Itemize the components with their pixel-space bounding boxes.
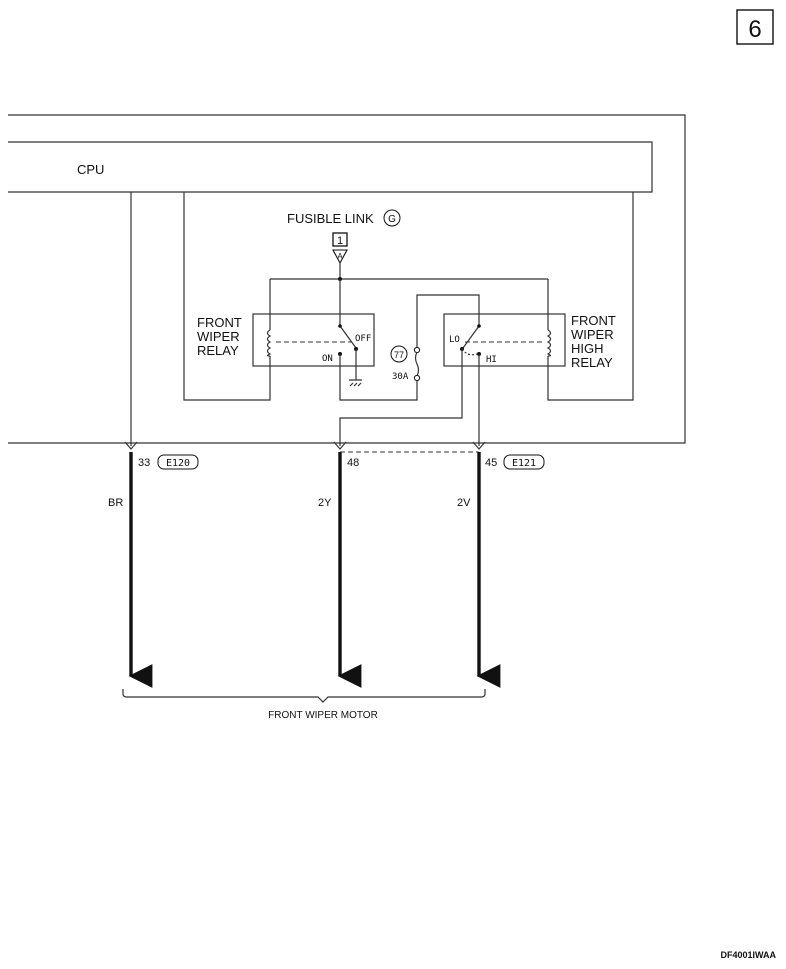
terminal-48: 48 [347, 457, 359, 469]
wire-br-label: BR [108, 497, 123, 509]
fusible-link-pin: 1 [337, 235, 343, 247]
fusible-link: FUSIBLE LINK G 1 A [287, 209, 401, 265]
cpu-label: CPU [77, 162, 104, 177]
front-wiper-relay: OFF ON [252, 279, 418, 401]
terminal-33-connector: E120 [166, 458, 190, 469]
fusible-link-label: FUSIBLE LINK [287, 211, 374, 226]
high-relay-label-3: HIGH [571, 341, 604, 356]
wire-2y-label: 2Y [318, 497, 332, 509]
front-wiper-relay-label-3: RELAY [197, 343, 239, 358]
cpu-to-high-relay-coil-wire [547, 192, 634, 401]
fusible-link-id: G [388, 214, 396, 225]
terminal-33-pin: 33 [138, 457, 150, 469]
fuse-77: 77 30A [390, 294, 480, 382]
lo-to-terminal-48 [339, 349, 463, 446]
high-relay-lo-label: LO [449, 335, 460, 345]
diagram-code: DF4001IWAA [720, 950, 776, 960]
motor-bracket [122, 689, 486, 703]
wire-2v-label: 2V [457, 497, 471, 509]
cpu-to-relay-coil-wire [183, 192, 271, 401]
high-relay-label-1: FRONT [571, 313, 616, 328]
terminal-48-pin: 48 [347, 457, 359, 469]
fuse-rating: 30A [392, 372, 409, 382]
terminal-33: 33 E120 [138, 454, 199, 470]
cpu-box [8, 141, 653, 193]
relay-on-label: ON [322, 354, 333, 364]
page-number-box: 6 [736, 9, 774, 45]
control-unit-outline [8, 114, 686, 444]
terminal-45-connector: E121 [512, 458, 536, 469]
front-wiper-relay-label-1: FRONT [197, 315, 242, 330]
page-number: 6 [748, 16, 761, 43]
relay-off-label: OFF [355, 334, 371, 344]
fusible-link-connector: A [337, 252, 343, 261]
front-wiper-relay-label-2: WIPER [197, 329, 240, 344]
terminal-45: 45 E121 [485, 454, 545, 470]
fuse-number: 77 [394, 350, 404, 360]
supply-bus [269, 263, 549, 314]
high-relay-hi-label: HI [486, 355, 497, 365]
high-relay-label-2: WIPER [571, 327, 614, 342]
terminal-45-pin: 45 [485, 457, 497, 469]
front-wiper-high-relay: LO HI [443, 313, 566, 367]
high-relay-label-4: RELAY [571, 355, 613, 370]
motor-label: FRONT WIPER MOTOR [268, 710, 378, 721]
